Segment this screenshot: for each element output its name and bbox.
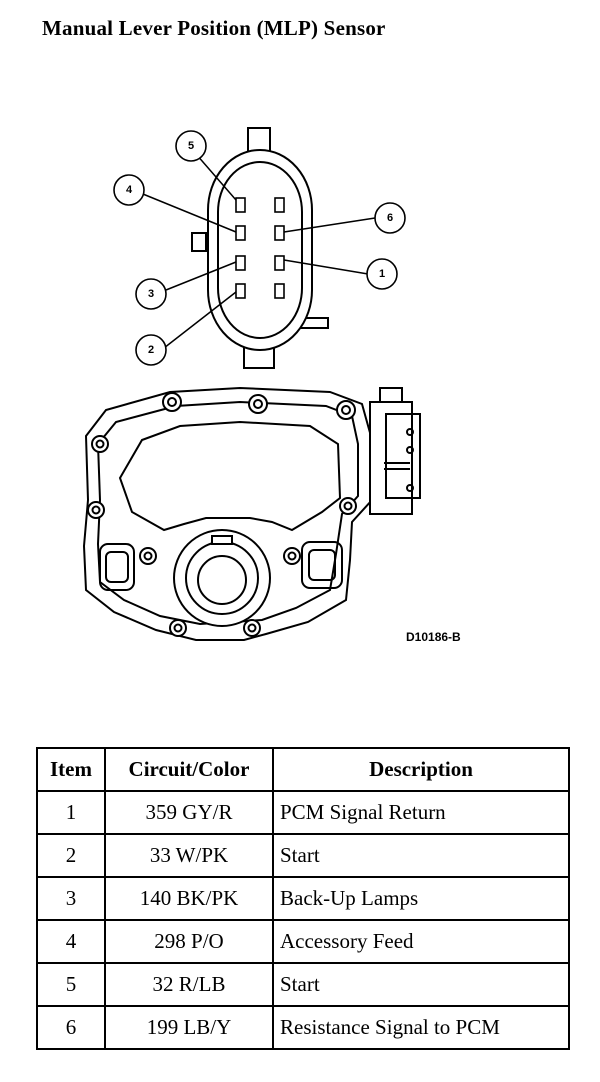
table-row: 6 199 LB/Y Resistance Signal to PCM — [36, 1005, 570, 1050]
cell-item: 3 — [36, 876, 106, 921]
table-header-row: Item Circuit/Color Description — [36, 747, 570, 792]
cell-description: PCM Signal Return — [272, 790, 570, 835]
header-circuit-color: Circuit/Color — [104, 747, 274, 792]
connector-drawing — [191, 127, 329, 369]
cell-description: Resistance Signal to PCM — [272, 1005, 570, 1050]
callout-4: 4 — [113, 174, 145, 206]
cell-description: Back-Up Lamps — [272, 876, 570, 921]
cell-circuit: 298 P/O — [104, 919, 274, 964]
callout-5: 5 — [175, 130, 207, 162]
callout-1: 1 — [366, 258, 398, 290]
callout-2: 2 — [135, 334, 167, 366]
cell-item: 5 — [36, 962, 106, 1007]
leader-lines — [137, 153, 376, 349]
cell-description: Start — [272, 833, 570, 878]
callout-3: 3 — [135, 278, 167, 310]
cell-item: 4 — [36, 919, 106, 964]
cell-description: Start — [272, 962, 570, 1007]
cell-circuit: 359 GY/R — [104, 790, 274, 835]
table-row: 4 298 P/O Accessory Feed — [36, 919, 570, 964]
svg-text:2: 2 — [148, 344, 154, 356]
drawing-id-label: D10186-B — [406, 630, 461, 644]
cell-circuit: 199 LB/Y — [104, 1005, 274, 1050]
page-title: Manual Lever Position (MLP) Sensor — [42, 16, 386, 40]
cell-circuit: 32 R/LB — [104, 962, 274, 1007]
table-row: 3 140 BK/PK Back-Up Lamps — [36, 876, 570, 921]
header-item: Item — [36, 747, 106, 792]
svg-text:4: 4 — [126, 184, 133, 196]
svg-text:6: 6 — [387, 212, 393, 224]
svg-text:1: 1 — [379, 268, 385, 280]
cell-item: 2 — [36, 833, 106, 878]
callout-6: 6 — [374, 202, 406, 234]
cell-description: Accessory Feed — [272, 919, 570, 964]
cell-item: 1 — [36, 790, 106, 835]
header-description: Description — [272, 747, 570, 792]
svg-text:5: 5 — [188, 140, 194, 152]
table-row: 2 33 W/PK Start — [36, 833, 570, 878]
circuit-table: Item Circuit/Color Description 1 359 GY/… — [36, 747, 570, 1050]
cell-circuit: 140 BK/PK — [104, 876, 274, 921]
sensor-body-drawing — [82, 386, 421, 641]
svg-text:3: 3 — [148, 288, 154, 300]
table-row: 5 32 R/LB Start — [36, 962, 570, 1007]
mlp-sensor-diagram: 5 4 6 3 1 2 D10186-B — [82, 127, 461, 644]
table-row: 1 359 GY/R PCM Signal Return — [36, 790, 570, 835]
cell-item: 6 — [36, 1005, 106, 1050]
cell-circuit: 33 W/PK — [104, 833, 274, 878]
